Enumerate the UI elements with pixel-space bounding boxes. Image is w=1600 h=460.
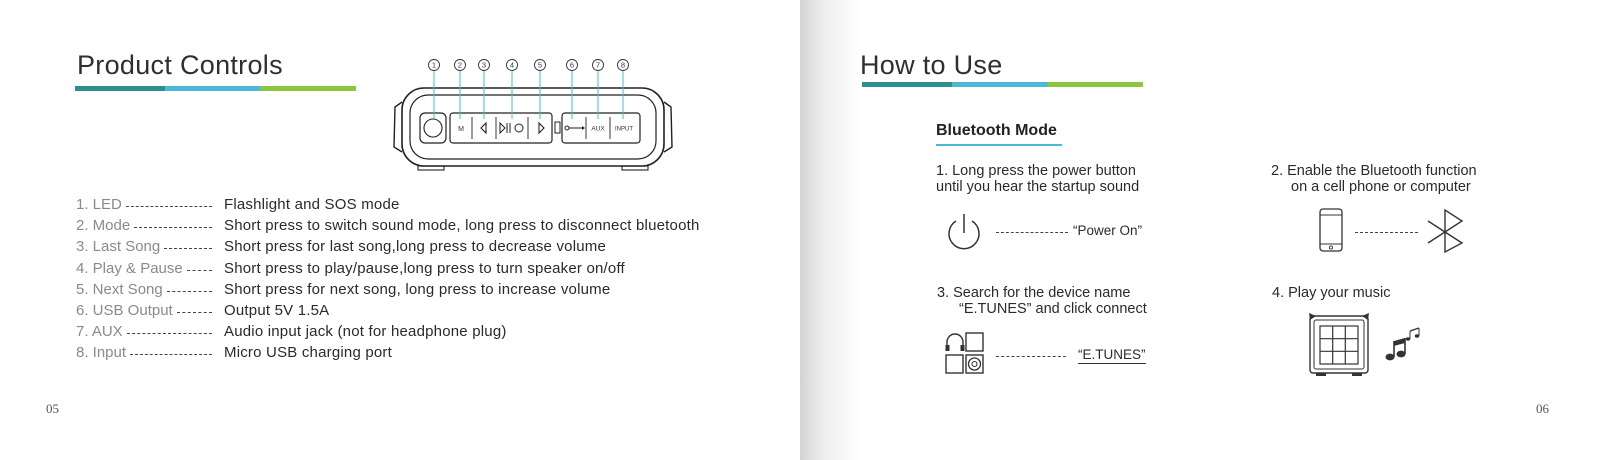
control-description: Flashlight and SOS mode — [224, 196, 400, 213]
aux-port-label: AUX — [591, 126, 605, 133]
section-title-underline — [936, 144, 1062, 146]
step-4-line-1: 4. Play your music — [1272, 285, 1391, 301]
mode-button-label: M — [458, 126, 464, 133]
control-description: Short press for next song, long press to… — [224, 280, 611, 298]
smartphone-icon — [1319, 208, 1343, 252]
step-1-text: 1. Long press the power button until you… — [936, 163, 1139, 195]
step-2-line-2: on a cell phone or computer — [1291, 179, 1471, 195]
callout-number: 2 — [458, 61, 462, 70]
step-3-text: 3. Search for the device name “E.TUNES” … — [937, 285, 1147, 317]
control-leader-line — [187, 269, 212, 271]
control-name: 7. AUX — [76, 323, 123, 341]
step-2-dashed-line — [1355, 232, 1418, 233]
control-name: 2. Mode — [76, 217, 131, 235]
page-right: How to Use — [800, 0, 1600, 460]
step-3-line-1: 3. Search for the device name — [937, 285, 1131, 301]
title-accent-bar — [862, 82, 1143, 87]
control-name: 8. Input — [76, 344, 127, 362]
callout-number: 8 — [621, 61, 625, 70]
control-leader-line — [126, 206, 212, 207]
control-leader-line — [134, 227, 212, 229]
control-leader-line — [177, 311, 212, 313]
input-port-label: INPUT — [615, 127, 633, 133]
control-description: Short press to play/pause,long press to … — [224, 259, 625, 277]
control-leader-line — [164, 248, 212, 250]
control-name: 4. Play & Pause — [76, 259, 183, 277]
control-description: Short press to switch sound mode, long p… — [224, 217, 700, 235]
control-name: 1. LED — [76, 196, 122, 213]
control-leader-line — [130, 354, 212, 356]
control-leader-line — [127, 333, 212, 335]
callout-number: 7 — [596, 61, 600, 70]
step-1-label-power-on: “Power On” — [1073, 223, 1143, 238]
callout-number: 6 — [570, 61, 574, 70]
callout-number: 1 — [432, 61, 436, 70]
step-3-line-2: “E.TUNES” and click connect — [959, 301, 1147, 317]
page-gutter-shadow — [800, 0, 860, 460]
music-note-icon — [1385, 327, 1420, 361]
step-3-label-etunes: “E.TUNES” — [1078, 347, 1146, 364]
page-number-left: 05 — [46, 401, 59, 416]
title-accent-bar — [75, 86, 356, 91]
device-diagram: 1 2 3 4 5 6 7 8 M AUX INPUT — [393, 59, 673, 171]
callout-number: 3 — [482, 61, 486, 70]
control-leader-line — [167, 290, 212, 292]
callout-number: 5 — [538, 61, 542, 70]
callout-number: 4 — [510, 61, 514, 70]
page-number-right: 06 — [1536, 401, 1549, 416]
step-1-line-2: until you hear the startup sound — [936, 179, 1140, 195]
page-title-product-controls: Product Controls — [77, 50, 283, 80]
control-description: Micro USB charging port — [224, 344, 392, 362]
page-left: Product Controls — [46, 50, 700, 416]
control-name: 5. Next Song — [76, 280, 163, 298]
section-title-bluetooth-mode: Bluetooth Mode — [936, 122, 1057, 139]
step-2-line-1: 2. Enable the Bluetooth function — [1271, 163, 1477, 179]
control-name: 6. USB Output — [76, 301, 173, 319]
step-1-dashed-line — [996, 232, 1068, 233]
page-title-how-to-use: How to Use — [860, 50, 1003, 80]
step-4-text: 4. Play your music — [1272, 285, 1390, 301]
control-description: Audio input jack (not for headphone plug… — [224, 323, 507, 341]
device-icons — [945, 332, 984, 374]
step-1-line-1: 1. Long press the power button — [936, 163, 1136, 179]
control-name: 3. Last Song — [76, 238, 161, 256]
control-description: Output 5V 1.5A — [224, 301, 330, 319]
control-description: Short press for last song,long press to … — [224, 238, 607, 256]
step-3-dashed-line — [996, 356, 1066, 357]
bluetooth-icon — [1427, 208, 1464, 254]
step-2-text: 2. Enable the Bluetooth function on a ce… — [1271, 163, 1477, 195]
power-icon — [948, 214, 980, 250]
speaker-icon — [1309, 313, 1369, 376]
